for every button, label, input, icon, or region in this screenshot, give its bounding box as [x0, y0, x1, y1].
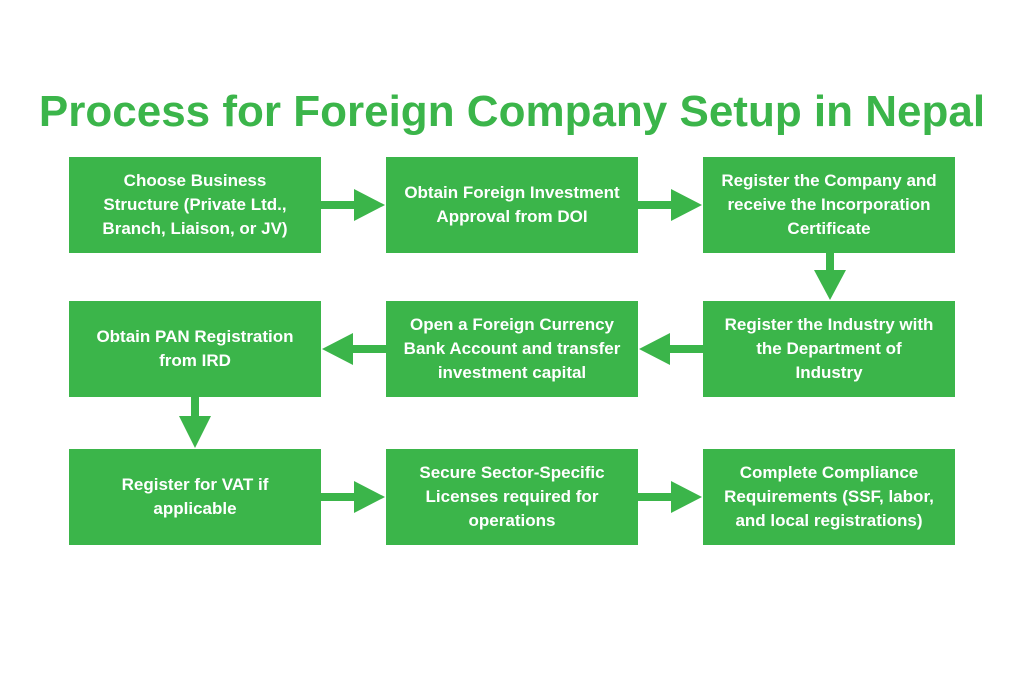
step-2-box: Obtain Foreign Investment Approval from …: [386, 157, 638, 253]
step-9-box: Complete Compliance Requirements (SSF, l…: [703, 449, 955, 545]
arrow-left-4-5: [639, 333, 703, 365]
step-7-box: Register for VAT if applicable: [69, 449, 321, 545]
step-8-box: Secure Sector-Specific Licenses required…: [386, 449, 638, 545]
arrow-right-1-2: [321, 189, 385, 221]
step-4-box: Register the Industry with the Departmen…: [703, 301, 955, 397]
diagram-title: Process for Foreign Company Setup in Nep…: [38, 87, 986, 136]
arrow-right-7-8: [321, 481, 385, 513]
step-5-label: Open a Foreign Currency Bank Account and…: [403, 315, 621, 382]
step-7-label: Register for VAT if applicable: [121, 475, 269, 518]
arrow-down-3-4: [814, 253, 846, 300]
step-5-box: Open a Foreign Currency Bank Account and…: [386, 301, 638, 397]
step-9-label: Complete Compliance Requirements (SSF, l…: [724, 463, 934, 530]
arrow-down-6-7: [179, 397, 211, 448]
arrow-left-5-6: [322, 333, 386, 365]
step-4-label: Register the Industry with the Departmen…: [724, 315, 934, 382]
arrow-right-8-9: [638, 481, 702, 513]
step-3-box: Register the Company and receive the Inc…: [703, 157, 955, 253]
arrow-right-2-3: [638, 189, 702, 221]
step-6-label: Obtain PAN Registration from IRD: [96, 327, 294, 370]
step-1-label: Choose Business Structure (Private Ltd.,…: [102, 171, 288, 238]
step-2-label: Obtain Foreign Investment Approval from …: [404, 183, 620, 226]
step-6-box: Obtain PAN Registration from IRD: [69, 301, 321, 397]
step-8-label: Secure Sector-Specific Licenses required…: [419, 463, 605, 530]
step-3-label: Register the Company and receive the Inc…: [721, 171, 937, 238]
step-1-box: Choose Business Structure (Private Ltd.,…: [69, 157, 321, 253]
